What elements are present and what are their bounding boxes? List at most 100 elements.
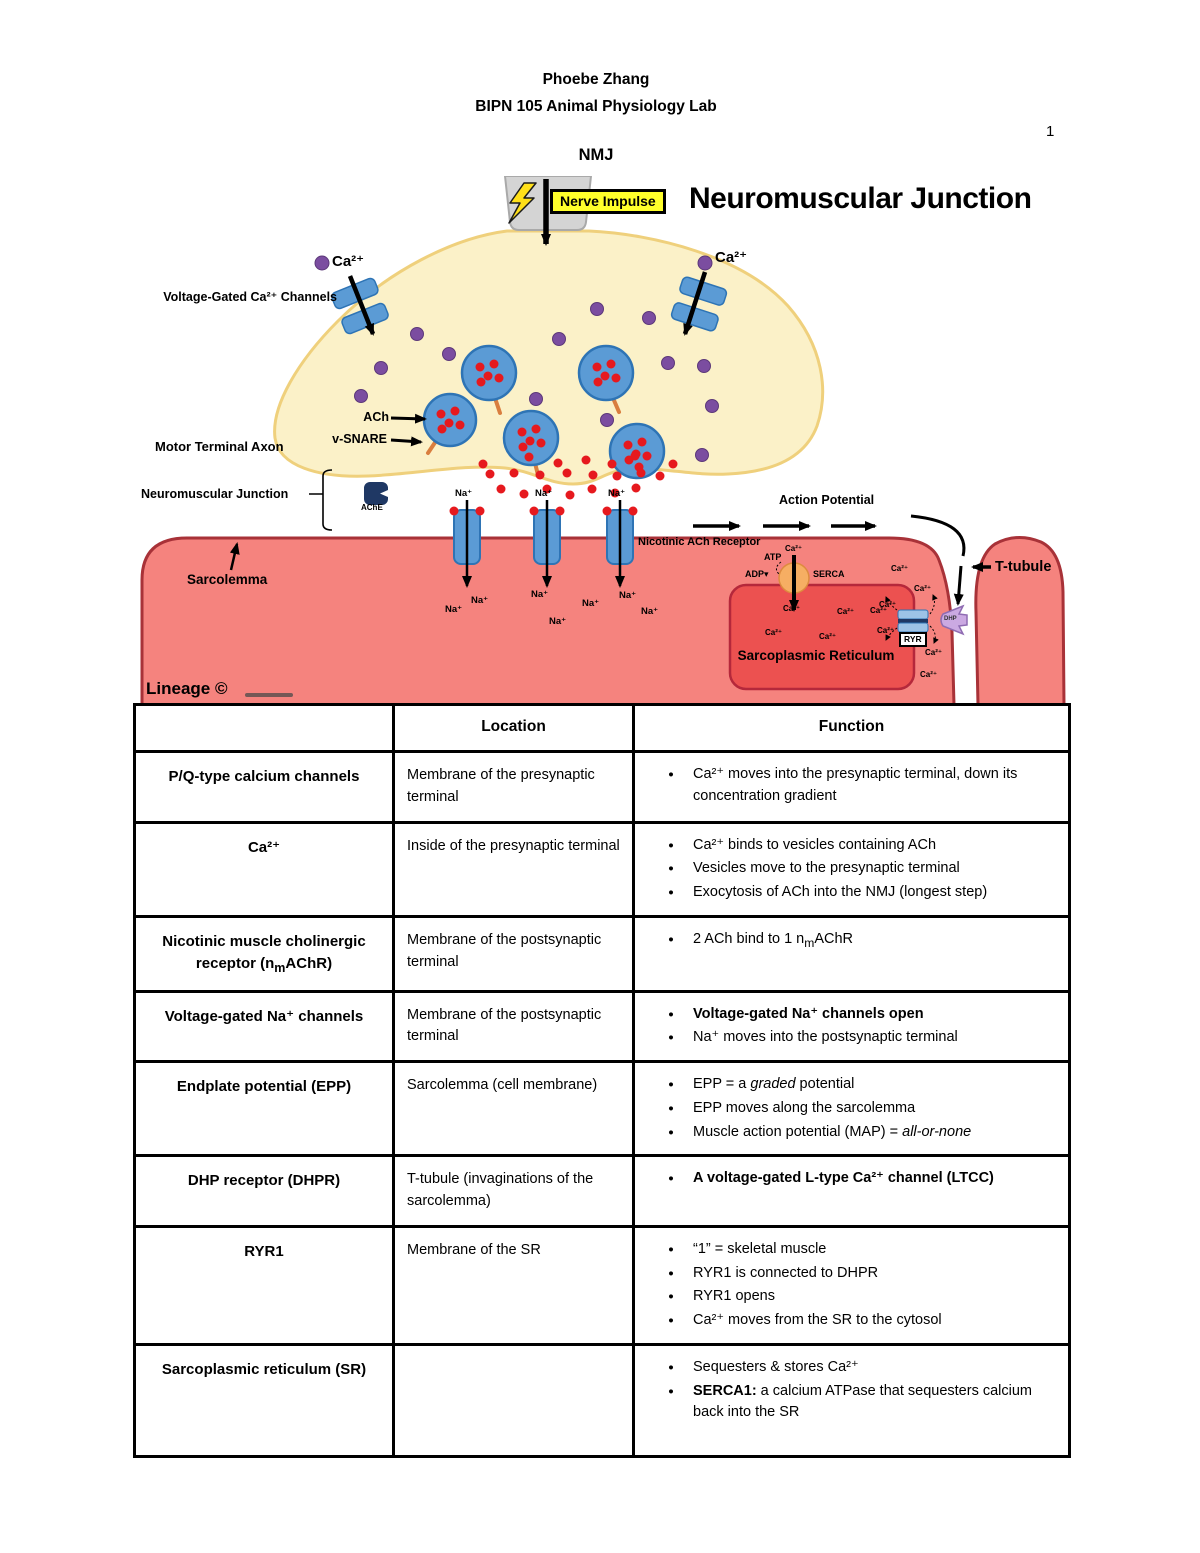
function-bullet: ●Ca²⁺ binds to vesicles containing ACh <box>668 836 937 853</box>
nmj-bracket <box>309 469 333 531</box>
row-name: P/Q-type calcium channels <box>133 750 395 824</box>
action-potential-arrows <box>693 514 966 606</box>
page-number: 1 <box>1046 123 1055 140</box>
row-location: Membrane of the SR <box>392 1224 635 1346</box>
nachr-bound-ach-dots <box>449 506 638 516</box>
function-bullet: ●2 ACh bind to 1 nmAChR <box>668 930 853 950</box>
ca-ion-label-small: Ca²⁺ <box>765 628 783 637</box>
table-header-row: Location Function <box>133 703 1071 753</box>
na-ion-label: Na⁺ <box>549 616 567 627</box>
row-name: Endplate potential (EPP) <box>133 1060 395 1158</box>
ach-pointer-arrow <box>390 413 427 424</box>
function-bullet: ●EPP = a graded potential <box>668 1076 855 1093</box>
ach-molecule-dots <box>478 451 678 500</box>
t-tubule-shape <box>974 536 1066 705</box>
function-bullet: ●RYR1 is connected to DHPR <box>668 1264 879 1281</box>
na-influx-arrows <box>462 500 625 588</box>
row-location: Inside of the presynaptic terminal <box>392 820 635 918</box>
ryr-ca-flux-arrows <box>885 594 939 644</box>
row-name: RYR1 <box>133 1224 395 1346</box>
na-ion-label: Na⁺ <box>455 488 473 499</box>
ca-influx-arrow-left <box>347 275 376 336</box>
ca-ion-label-small: Ca²⁺ <box>920 670 938 679</box>
function-bullet: ●Voltage-gated Na⁺ channels open <box>668 1005 924 1022</box>
ach-label: ACh <box>363 410 389 424</box>
header-location: Location <box>392 703 635 753</box>
sarcolemma-pointer-arrow <box>229 542 240 571</box>
function-bullet: ●Exocytosis of ACh into the NMJ (longest… <box>668 884 988 900</box>
row-location: T-tubule (invaginations of the sarcolemm… <box>392 1154 635 1228</box>
table-row: DHP receptor (DHPR) T-tubule (invaginati… <box>133 1154 1071 1228</box>
table-row: Sarcoplasmic reticulum (SR) ●Sequesters … <box>133 1342 1071 1458</box>
function-bullet: ●A voltage-gated L-type Ca²⁺ channel (LT… <box>668 1170 994 1187</box>
row-function: ●Ca²⁺ binds to vesicles containing ACh ●… <box>632 820 1071 918</box>
row-function: ●Voltage-gated Na⁺ channels open ●Na⁺ mo… <box>632 989 1071 1064</box>
row-location: Membrane of the postsynaptic terminal <box>392 914 635 993</box>
table-row: Ca²⁺ Inside of the presynaptic terminal … <box>133 820 1071 918</box>
author-name: Phoebe Zhang <box>542 71 650 88</box>
motor-terminal-axon-label: Motor Terminal Axon <box>155 439 284 454</box>
ca-ion-label-small: Ca²⁺ <box>785 544 803 553</box>
vesicle-icons <box>422 344 666 480</box>
ca-ion-label: Ca²⁺ <box>332 253 365 270</box>
row-location: Membrane of the postsynaptic terminal <box>392 989 635 1064</box>
ca-ion-label-small: Ca²⁺ <box>914 584 932 593</box>
document-header: Phoebe Zhang BIPN 105 Animal Physiology … <box>0 66 1192 120</box>
t-tubule-label: T-tubule <box>995 559 1052 575</box>
table-row: Endplate potential (EPP) Sarcolemma (cel… <box>133 1060 1071 1158</box>
ca-ion-label-small: Ca²⁺ <box>879 600 897 609</box>
row-function: ●Ca²⁺ moves into the presynaptic termina… <box>632 750 1071 824</box>
adp-label: ADP▾ <box>745 569 769 579</box>
row-location <box>392 1342 635 1458</box>
calcium-ion-dots <box>314 255 719 462</box>
function-bullet: ●EPP moves along the sarcolemma <box>668 1099 916 1116</box>
function-bullet: ●“1” = skeletal muscle <box>668 1240 827 1257</box>
diagram-title: Neuromuscular Junction <box>689 182 1032 215</box>
table-row: Nicotinic muscle cholinergic receptor (n… <box>133 914 1071 993</box>
function-bullet: ●Ca²⁺ moves from the SR to the cytosol <box>668 1312 942 1329</box>
function-bullet: ●Sequesters & stores Ca²⁺ <box>668 1358 859 1375</box>
na-ion-label: Na⁺ <box>471 595 489 606</box>
row-function: ●2 ACh bind to 1 nmAChR <box>632 914 1071 993</box>
na-ion-label: Na⁺ <box>582 598 600 609</box>
nmj-diagram: Neuromuscular Junction Nerve Impulse Ca²… <box>133 176 1068 705</box>
course-title: BIPN 105 Animal Physiology Lab <box>475 98 717 115</box>
nmj-label: Neuromuscular Junction <box>141 487 289 501</box>
ryr-channel-icon <box>897 609 929 633</box>
ca-ion-label: Ca²⁺ <box>715 249 748 266</box>
ca-ion-label-small: Ca²⁺ <box>877 626 895 635</box>
function-bullet: ●Ca²⁺ moves into the presynaptic termina… <box>668 766 1018 804</box>
row-function: ●Sequesters & stores Ca²⁺ ●SERCA1: a cal… <box>632 1342 1071 1458</box>
row-name: Voltage-gated Na⁺ channels <box>133 989 395 1064</box>
row-location: Membrane of the presynaptic terminal <box>392 750 635 824</box>
table-row: RYR1 Membrane of the SR ●“1” = skeletal … <box>133 1224 1071 1346</box>
nerve-impulse-badge: Nerve Impulse <box>550 189 666 214</box>
sr-label: Sarcoplasmic Reticulum <box>737 648 895 663</box>
nachr-channel-icons <box>453 509 634 565</box>
ache-label: AChE <box>361 503 383 512</box>
row-name: Ca²⁺ <box>133 820 395 918</box>
lineage-fine-print <box>245 693 293 697</box>
na-ion-label: Na⁺ <box>608 488 626 499</box>
row-name: Sarcoplasmic reticulum (SR) <box>133 1342 395 1458</box>
table-row: P/Q-type calcium channels Membrane of th… <box>133 750 1071 824</box>
ca-ion-label-small: Ca²⁺ <box>837 607 855 616</box>
na-ion-label: Na⁺ <box>445 604 463 615</box>
section-title: NMJ <box>578 146 614 164</box>
function-bullet: ●SERCA1: a calcium ATPase that sequester… <box>668 1382 1033 1421</box>
ca-ion-label-small: Ca²⁺ <box>819 632 837 641</box>
ca-ion-label-small: Ca²⁺ <box>925 648 943 657</box>
row-name: DHP receptor (DHPR) <box>133 1154 395 1228</box>
ca-ion-label-small: Ca²⁺ <box>870 606 888 615</box>
function-bullet: ●Muscle action potential (MAP) = all-or-… <box>668 1123 972 1140</box>
vsnare-pointer-arrow <box>390 436 423 447</box>
function-bullet: ●Vesicles move to the presynaptic termin… <box>668 860 960 877</box>
na-ion-label: Na⁺ <box>619 590 637 601</box>
nmj-diagram-canvas <box>140 176 1066 705</box>
table-row: Voltage-gated Na⁺ channels Membrane of t… <box>133 989 1071 1064</box>
serca-label: SERCA <box>813 569 845 579</box>
nicotinic-receptor-label: Nicotinic ACh Receptor <box>638 536 761 548</box>
lightning-bolt-icon <box>508 182 537 224</box>
ache-icon <box>364 482 388 505</box>
